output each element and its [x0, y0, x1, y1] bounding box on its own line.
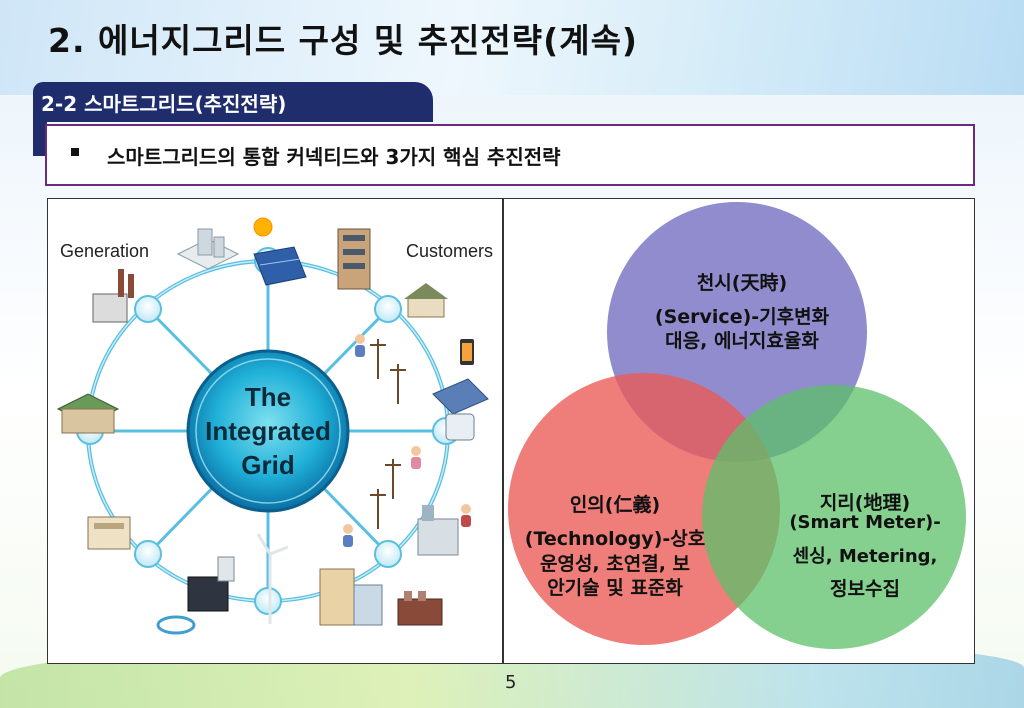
strategy-venn-diagram [508, 202, 966, 649]
power-plant-icon [187, 556, 235, 612]
section-tab: 2-2 스마트그리드(추진전략) [33, 82, 433, 122]
bullet-square-icon [71, 148, 79, 156]
venn-top-line2: 대응, 에너지효율화 [665, 330, 819, 352]
apartment-building-icon [319, 568, 383, 626]
factory-icon [87, 516, 131, 550]
bullet-box: 스마트그리드의 통합 커넥티드와 3가지 핵심 추진전략 [45, 124, 975, 186]
header-background [0, 0, 1024, 95]
section-tab-tail [33, 120, 47, 156]
nuclear-plant-icon [176, 228, 240, 270]
coal-plant-icon [92, 269, 134, 323]
ev-charger-icon [432, 378, 489, 441]
generation-label: Generation [60, 241, 149, 261]
hub-text-line1: The [245, 382, 291, 412]
wind-turbine-icon [256, 533, 289, 624]
venn-right-heading: 지리(地理) [819, 492, 911, 514]
hub-text-line2: Integrated [205, 416, 331, 446]
consumer-person-icon [343, 334, 471, 547]
office-building-icon [337, 228, 371, 290]
solar-panel-icon [253, 246, 307, 286]
integrated-grid-hub [186, 349, 350, 513]
venn-left-line3: 안기술 및 표준화 [547, 577, 683, 599]
utility-pole-icon [370, 339, 406, 529]
cable-reel-icon [156, 615, 196, 635]
section-label: 2-2 스마트그리드(추진전략) [41, 92, 287, 116]
venn-top-line1: (Service)-기후변화 [654, 306, 830, 328]
customers-label: Customers [406, 241, 493, 261]
bullet-text: 스마트그리드의 통합 커넥티드와 3가지 핵심 추진전략 [107, 145, 561, 169]
venn-right-line2: 센싱, Metering, [792, 546, 938, 567]
industrial-plant-icon [417, 505, 459, 556]
house-icon [404, 283, 448, 318]
integrated-grid-illustration: The Integrated Grid Generation Customers [56, 217, 493, 635]
page-number: 5 [505, 672, 517, 693]
smartphone-icon [460, 339, 474, 365]
venn-right-line1: (Smart Meter)- [789, 512, 941, 533]
venn-left-heading: 인의(仁義) [569, 494, 661, 516]
storage-building-icon [56, 393, 120, 434]
venn-left-line1: (Technology)-상호 [524, 528, 706, 550]
venn-left-line2: 운영성, 초연결, 보 [539, 553, 691, 575]
venn-right-line3: 정보수집 [830, 578, 900, 600]
substation-icon [397, 591, 443, 626]
venn-circle-left [508, 373, 780, 645]
venn-top-heading: 천시(天時) [696, 272, 788, 294]
slide-title: 2. 에너지그리드 구성 및 추진전략(계속) [48, 21, 639, 60]
hub-text-line3: Grid [241, 450, 294, 480]
venn-circle-right [702, 385, 966, 649]
sun-icon [253, 217, 273, 237]
panel-divider [502, 198, 504, 664]
